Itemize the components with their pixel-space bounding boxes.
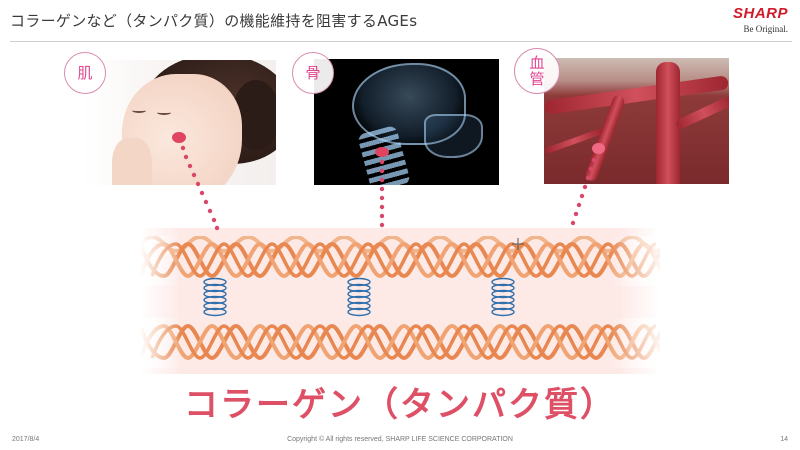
label-vessel: 血 管 xyxy=(514,48,560,94)
blood-vessel-photo xyxy=(544,58,729,184)
connector-dotted-lines xyxy=(180,145,597,231)
vessel-marker-dot xyxy=(592,143,605,154)
bone-marker-dot xyxy=(375,147,389,157)
label-bone: 骨 xyxy=(292,52,334,94)
collagen-helix-bottom xyxy=(140,318,660,368)
footer-date: 2017/8/4 xyxy=(12,436,40,443)
woman-face-photo xyxy=(82,60,276,185)
hand-shape xyxy=(112,138,152,185)
label-vessel-line2: 管 xyxy=(529,70,545,88)
label-skin: 肌 xyxy=(64,52,106,94)
logo-tagline: Be Original. xyxy=(743,24,789,34)
sharp-logo: SHARP Be Original. xyxy=(732,5,789,35)
cursor-crosshair-icon xyxy=(512,238,524,250)
label-bone-text: 骨 xyxy=(305,64,321,82)
jaw-shape xyxy=(424,114,483,158)
spring-icon xyxy=(347,277,371,317)
skull-xray-photo xyxy=(314,59,499,185)
footer-copyright: Copyright © All rights reserved, SHARP L… xyxy=(287,436,513,443)
skin-marker-dot xyxy=(172,132,186,143)
page-title: コラーゲンなど（タンパク質）の機能維持を阻害するAGEs xyxy=(10,12,418,30)
collagen-caption: コラーゲン（タンパク質） xyxy=(184,385,616,425)
logo-brand: SHARP xyxy=(732,5,788,22)
spring-icon xyxy=(491,277,515,317)
label-vessel-line1: 血 xyxy=(529,54,545,72)
page-number: 14 xyxy=(780,436,788,443)
spring-icon xyxy=(203,277,227,317)
eye-shape xyxy=(132,108,146,113)
title-divider xyxy=(10,41,792,42)
eye-shape xyxy=(157,110,171,115)
collagen-helix-top xyxy=(140,236,660,286)
label-skin-text: 肌 xyxy=(77,64,93,82)
